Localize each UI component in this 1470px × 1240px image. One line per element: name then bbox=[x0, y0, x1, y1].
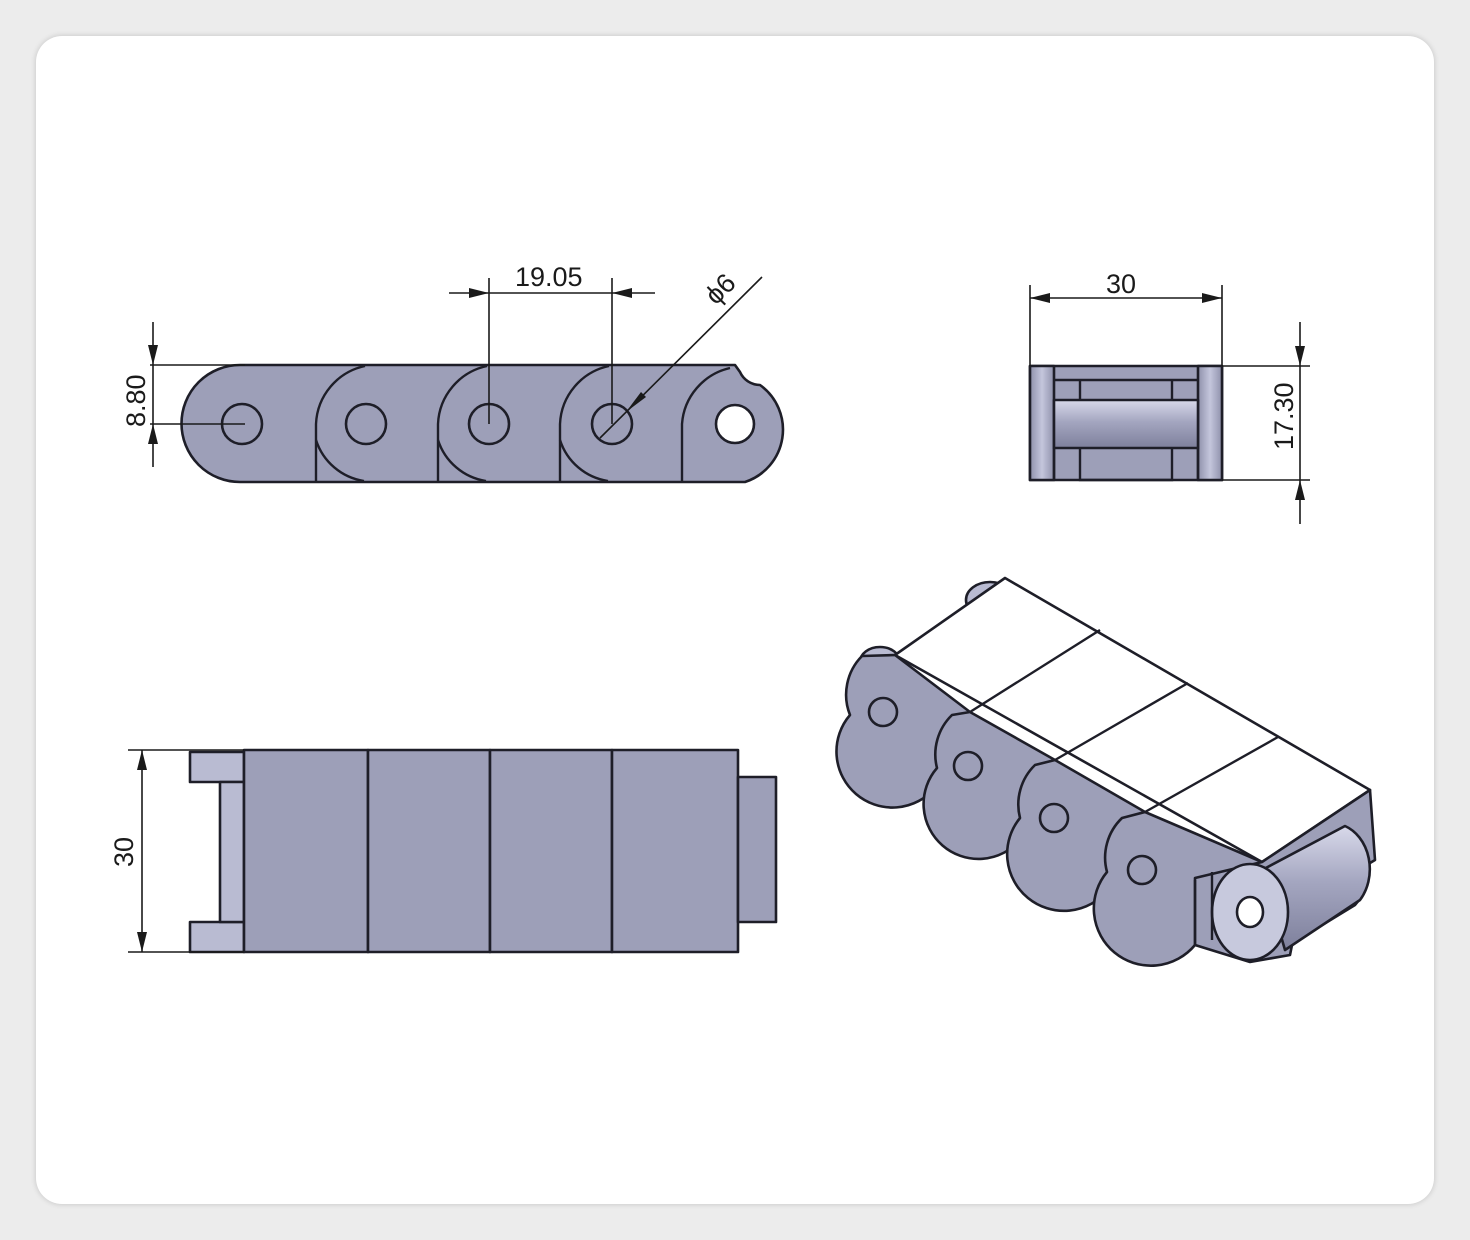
iso-end-roller-body bbox=[1260, 824, 1372, 952]
pin-height-dimension: 8.80 bbox=[121, 322, 245, 467]
iso-pin-hole bbox=[1126, 854, 1158, 886]
iso-pin-hole bbox=[867, 696, 899, 728]
end-view-edge bbox=[1052, 378, 1200, 482]
top-width-dimension: 30 bbox=[109, 749, 244, 953]
end-view-sideplate bbox=[1028, 364, 1056, 482]
end-height-label: 17.30 bbox=[1269, 382, 1299, 450]
isometric-view bbox=[835, 576, 1377, 967]
iso-plate-seam bbox=[1054, 681, 1189, 762]
top-view-pin bbox=[218, 780, 246, 924]
end-view-roller bbox=[1052, 398, 1200, 450]
end-view: 30 17.30 bbox=[1028, 269, 1310, 524]
top-view-plate bbox=[366, 748, 492, 954]
pin-hole bbox=[344, 402, 388, 446]
top-width-label: 30 bbox=[109, 837, 139, 867]
top-view: 30 bbox=[109, 748, 778, 954]
drawing-card bbox=[36, 36, 1434, 1204]
iso-plate-seam bbox=[969, 628, 1101, 714]
side-view-link-edge bbox=[680, 366, 731, 481]
side-view-link-edge bbox=[436, 364, 488, 481]
side-view-link-edge bbox=[558, 364, 610, 481]
end-pin-hole bbox=[714, 403, 756, 445]
top-view-plate bbox=[488, 748, 614, 954]
pitch-dimension: 19.05 bbox=[449, 262, 655, 424]
pin-height-label: 8.80 bbox=[121, 374, 151, 427]
end-view-sideplate bbox=[1196, 364, 1224, 482]
iso-pin-hole bbox=[1038, 802, 1070, 834]
side-view-link-edge bbox=[558, 439, 609, 483]
end-height-dimension: 17.30 bbox=[1222, 322, 1310, 524]
top-view-tab bbox=[188, 750, 246, 784]
top-view-plate bbox=[610, 748, 740, 954]
pitch-label: 19.05 bbox=[515, 262, 583, 292]
side-view: 19.05 ϕ6 8.80 bbox=[121, 262, 785, 484]
end-width-dimension: 30 bbox=[1029, 269, 1223, 366]
top-view-plate bbox=[242, 748, 370, 954]
iso-plate-seam bbox=[1144, 735, 1279, 814]
iso-pin-hole bbox=[952, 750, 984, 782]
end-width-label: 30 bbox=[1106, 269, 1136, 299]
iso-link bbox=[1092, 810, 1264, 967]
side-view-link-edge bbox=[436, 439, 487, 483]
iso-end-roller-hole bbox=[1235, 895, 1265, 929]
side-view-link-edge bbox=[314, 364, 366, 481]
side-view-link-edge bbox=[314, 439, 365, 483]
top-view-tab bbox=[188, 920, 246, 954]
top-view-end-lug bbox=[736, 775, 778, 924]
iso-edge bbox=[1193, 872, 1214, 945]
